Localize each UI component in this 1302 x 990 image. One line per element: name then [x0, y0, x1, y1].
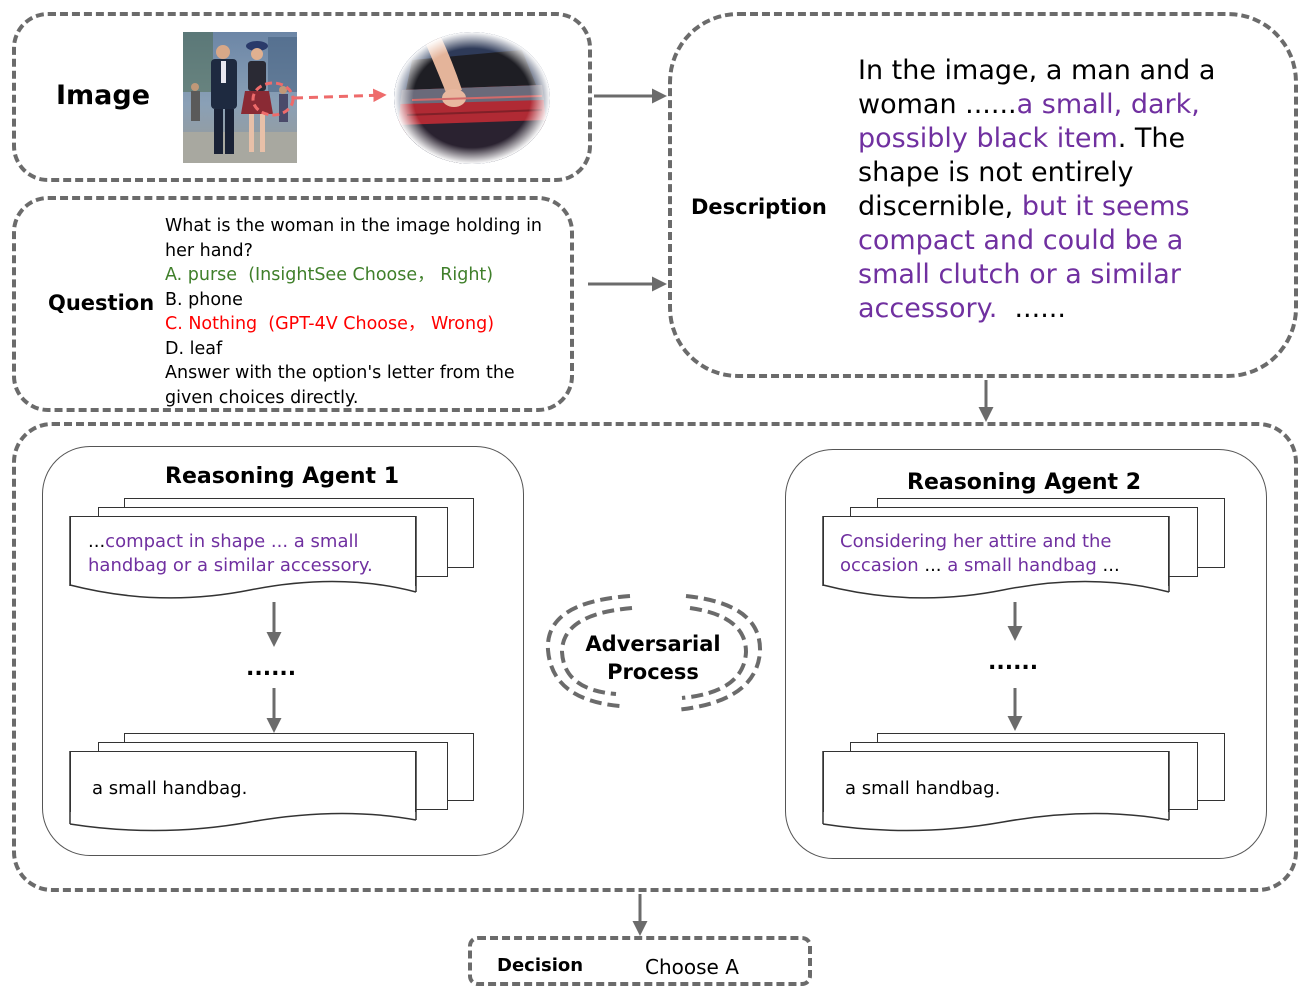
question-instruction: Answer with the option's letter from the… — [165, 363, 515, 408]
adversarial-label-line2: Process — [607, 660, 699, 684]
decision-label: Decision — [497, 955, 584, 976]
agent2-final-text: a small handbag. — [845, 778, 1001, 799]
zoomed-detail-image — [394, 32, 550, 164]
image-panel — [12, 12, 592, 182]
agent1-doc-text: ...compact in shape ... a small handbag … — [88, 530, 408, 578]
option-a: A. purse (InsightSee Choose， Right) — [165, 265, 494, 285]
description-text: In the image, a man and a woman ......a … — [858, 54, 1238, 326]
image-label: Image — [56, 80, 151, 111]
description-label: Description — [691, 195, 827, 219]
description-text-part2: a small, dark, possibly black item — [858, 89, 1200, 154]
agent2-doc-text: Considering her attire and the occasion … — [840, 530, 1160, 578]
agent2-doc-front — [823, 516, 1169, 586]
agent1-doc-prefix: ... — [88, 531, 106, 552]
photo-thumbnail — [183, 32, 297, 163]
reasoning-panel — [12, 422, 1298, 892]
adversarial-cycle-icon — [545, 594, 763, 712]
description-text-part5: ...... — [997, 293, 1066, 324]
agent2-final-doc-front — [823, 751, 1169, 813]
agent2-doc-suffix: ... — [1096, 555, 1120, 576]
description-panel — [668, 12, 1298, 378]
agent2-ellipsis: ...... — [988, 650, 1039, 675]
decision-panel — [468, 936, 812, 986]
option-c: C. Nothing (GPT-4V Choose， Wrong) — [165, 314, 495, 334]
agent1-doc-highlight: compact in shape ... a small handbag or … — [88, 531, 373, 576]
agent2-doc-mid: ... — [918, 555, 948, 576]
question-panel — [12, 196, 574, 412]
adversarial-label-line1: Adversarial — [585, 632, 721, 656]
agent2-title: Reasoning Agent 2 — [907, 470, 1142, 495]
zoom-arrow — [293, 88, 387, 103]
option-b: B. phone — [165, 289, 243, 310]
question-body: What is the woman in the image holding i… — [165, 214, 565, 410]
description-text-part4: but it seems compact and could be a smal… — [858, 191, 1190, 324]
agent2-doc-highlight: Considering her attire and the occasion — [840, 531, 1112, 576]
agent1-final-doc-front — [70, 751, 416, 813]
zoom-highlight-circle — [251, 81, 295, 117]
question-label: Question — [48, 291, 155, 315]
adversarial-label: Adversarial Process — [578, 630, 728, 686]
option-d: D. leaf — [165, 338, 223, 359]
agent1-doc-wave — [70, 581, 416, 598]
decision-value: Choose A — [645, 955, 739, 979]
description-text-part3: . The shape is not entirely discernible, — [858, 123, 1186, 222]
agent2-doc-highlight2: a small handbag — [947, 555, 1097, 576]
description-text-part1: In the image, a man and a woman ...... — [858, 55, 1216, 120]
question-text: What is the woman in the image holding i… — [165, 216, 543, 261]
agent1-ellipsis: ...... — [246, 656, 297, 681]
agent1-final-text: a small handbag. — [92, 778, 248, 799]
agent1-title: Reasoning Agent 1 — [165, 464, 400, 489]
